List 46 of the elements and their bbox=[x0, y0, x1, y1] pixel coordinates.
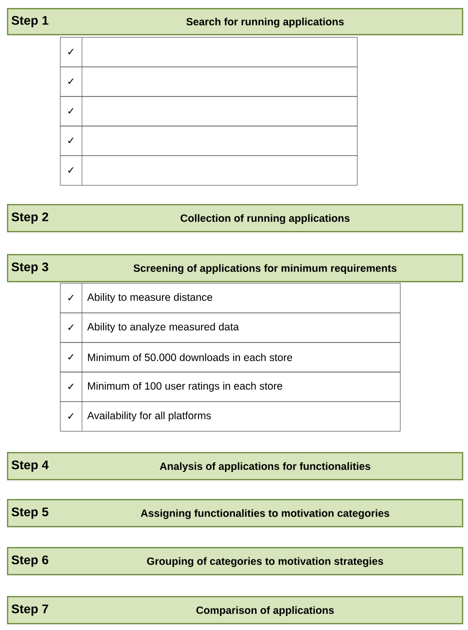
step-bar bbox=[7, 499, 464, 528]
check-mark: ✓ bbox=[68, 138, 74, 144]
checklist-row bbox=[60, 96, 358, 127]
requirement-text: Minimum of 50.000 downloads in each store bbox=[88, 353, 292, 362]
step-title: Search for running applications bbox=[186, 18, 344, 28]
step-title: Collection of running applications bbox=[180, 214, 350, 224]
step-title: Comparison of applications bbox=[196, 606, 334, 616]
check-mark: ✓ bbox=[68, 413, 74, 419]
checklist-row bbox=[60, 401, 400, 432]
checklist-row bbox=[60, 66, 358, 97]
step-title: Screening of applications for minimum requirements bbox=[134, 264, 397, 274]
check-mark: ✓ bbox=[68, 48, 74, 54]
check-mark: ✓ bbox=[68, 354, 74, 360]
step-number: Step 7 bbox=[12, 604, 48, 616]
requirement-text: Ability to analyze measured data bbox=[87, 322, 239, 333]
step-number: Step 5 bbox=[12, 507, 48, 519]
checklist-row bbox=[60, 312, 400, 343]
checklist-row bbox=[60, 372, 400, 402]
step-title: Grouping of categories to motivation strategies bbox=[147, 557, 384, 568]
check-mark: ✓ bbox=[68, 78, 74, 84]
step-title: Analysis of applications for functionalities bbox=[160, 462, 370, 472]
step-number: Step 3 bbox=[12, 262, 48, 274]
checklist-row bbox=[60, 342, 400, 373]
step-number: Step 1 bbox=[12, 16, 48, 28]
check-mark: ✓ bbox=[68, 324, 74, 330]
check-mark: ✓ bbox=[68, 167, 74, 173]
checklist-row bbox=[60, 36, 358, 68]
step-bar bbox=[7, 254, 464, 282]
requirement-text: Ability to measure distance bbox=[87, 293, 212, 303]
checklist-row bbox=[60, 282, 400, 314]
checklist-row bbox=[60, 155, 358, 186]
check-mark: ✓ bbox=[68, 108, 74, 114]
step-number: Step 4 bbox=[12, 460, 49, 472]
step-bar bbox=[7, 204, 464, 232]
step-bar bbox=[7, 547, 464, 576]
step-bar bbox=[7, 452, 464, 480]
check-mark: ✓ bbox=[68, 384, 74, 390]
checklist-row bbox=[60, 126, 358, 156]
step-bar bbox=[7, 596, 464, 624]
step-bar bbox=[7, 8, 464, 36]
step-title: Assigning functionalities to motivation categories bbox=[140, 509, 390, 520]
requirement-text: Availability for all platforms bbox=[87, 412, 211, 422]
step-number: Step 2 bbox=[12, 212, 48, 224]
check-mark: ✓ bbox=[68, 294, 74, 300]
requirement-text: Minimum of 100 user ratings in each store bbox=[88, 382, 282, 392]
step-number: Step 6 bbox=[12, 555, 48, 567]
